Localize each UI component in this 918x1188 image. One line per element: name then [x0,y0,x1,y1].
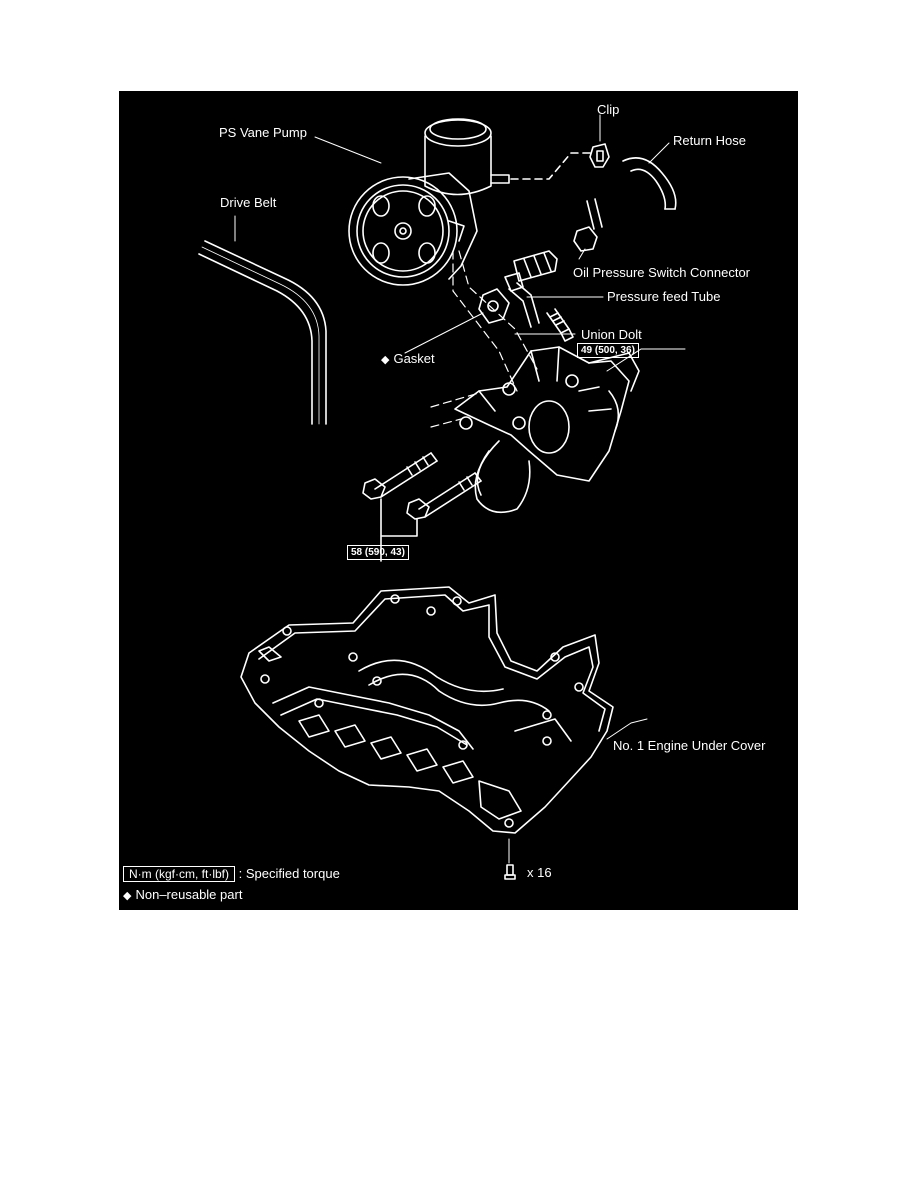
under-cover-drawing [240,586,614,834]
drive-belt-label: Drive Belt [220,195,277,210]
gasket-drawing [478,288,510,324]
pressure-feed-tube-drawing [504,272,540,328]
oil-pressure-switch-connector-label: Oil Pressure Switch Connector [573,265,751,280]
diamond-icon: ◆ [381,354,390,366]
drive-belt-drawing [198,240,327,425]
gasket-label: ◆Gasket [381,351,435,368]
legend-non-reusable-row: ◆Non–reusable part [123,887,242,904]
assembly-drawing [198,114,686,880]
ps-vane-pump-label: PS Vane Pump [219,125,307,140]
legend-unit-description: : Specified torque [238,866,340,881]
ps-vane-pump-drawing [348,118,510,286]
legend-unit-box: N·m (kgf·cm, ft·lbf) [123,866,235,882]
diagram-panel: PS Vane Pump Clip Return Hose Drive Belt… [119,91,798,910]
oil-pressure-switch-drawing [513,198,603,282]
leader-lines [234,114,686,864]
pressure-feed-tube-label: Pressure feed Tube [607,289,721,304]
bolt-icon [504,864,516,880]
legend-non-reusable-text: Non–reusable part [135,887,243,902]
union-bolt-drawing [546,308,574,342]
clip-label: Clip [597,102,620,117]
pump-bolts-drawing [362,452,482,562]
return-hose-label: Return Hose [673,133,746,148]
gasket-label-text: Gasket [393,351,435,366]
diamond-icon: ◆ [123,890,132,902]
engine-bracket-drawing [454,346,640,514]
legend-torque-row: N·m (kgf·cm, ft·lbf) : Specified torque [123,866,340,882]
bolt-count-label: x 16 [527,865,552,880]
pump-bolts-torque-box: 58 (590, 43) [347,545,409,560]
clip-and-hose-drawing [510,143,677,210]
under-cover-label: No. 1 Engine Under Cover [613,738,766,753]
union-bolt-torque-box: 49 (500, 36) [577,343,639,358]
alignment-lines [430,250,538,428]
union-bolt-label: Union Dolt [581,327,642,342]
